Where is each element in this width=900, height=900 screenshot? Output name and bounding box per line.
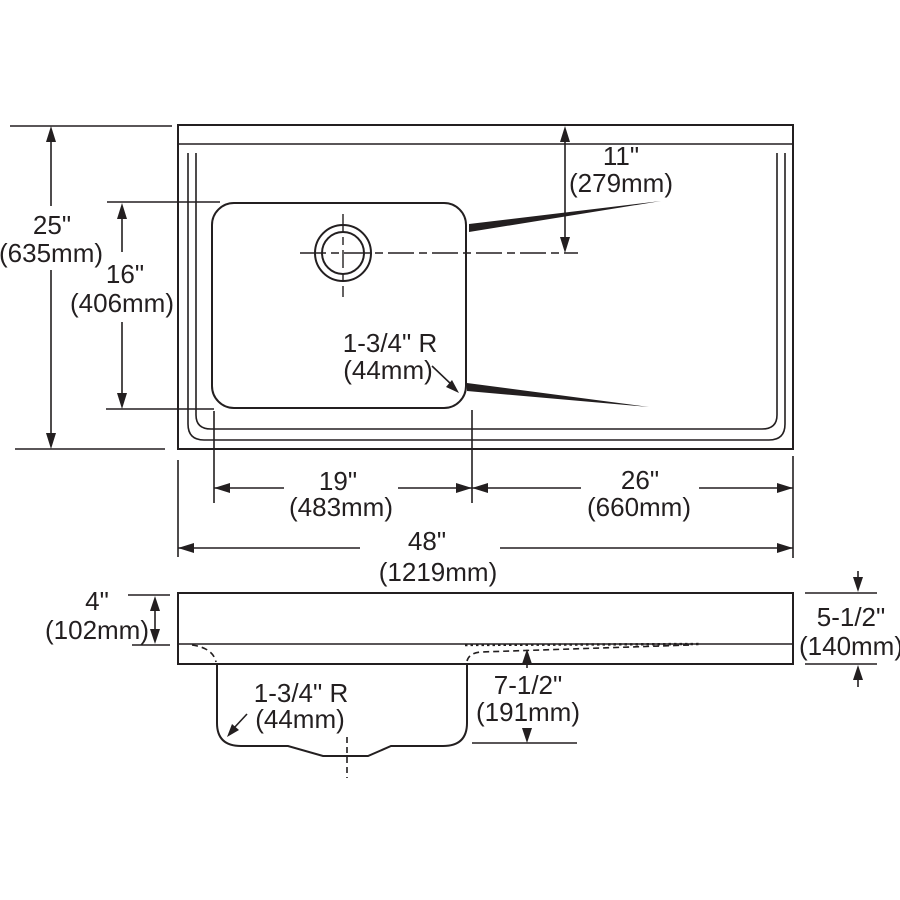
arrowhead — [117, 203, 127, 219]
dim-overall-height-mm-label: (140mm) — [799, 631, 900, 661]
arrowhead — [522, 728, 532, 743]
arrowhead — [853, 665, 863, 680]
dim-bowl-depth-mm-label: (191mm) — [476, 697, 580, 727]
side-view: 4" (102mm) 5-1/2" (140mm) 7-1/2" (191mm) — [45, 571, 900, 778]
corner-radius-mm-label: (44mm) — [343, 355, 433, 385]
dim-bowl-front-back-inches-label: 16" — [106, 259, 144, 289]
hidden-bowl-rim-line — [466, 644, 691, 662]
dim-drain-offset-mm-label: (279mm) — [569, 168, 673, 198]
arrowhead — [522, 649, 532, 664]
dim-drain-offset-inches-label: 11" — [603, 141, 639, 171]
arrowhead — [117, 393, 127, 409]
bowl-radius-mm-label: (44mm) — [255, 704, 345, 734]
top-view: 25" (635mm) 16" (406mm) 11" (279mm) 1-3/… — [0, 124, 794, 587]
callout-bowl-radius: 1-3/4" R (44mm) — [227, 678, 348, 737]
drain — [300, 214, 578, 297]
hidden-cove-left — [191, 644, 217, 663]
arrowhead — [214, 483, 230, 493]
dim-overall-width-mm-label: (1219mm) — [379, 557, 497, 587]
bowl-outline — [211, 202, 467, 409]
dim-overall-depth-mm-label: (635mm) — [0, 238, 103, 268]
sink-outer-outline — [177, 124, 794, 450]
arrowhead — [853, 577, 863, 592]
arrowhead — [472, 483, 488, 493]
rim-line-inner — [195, 153, 778, 430]
dim-overall-height-inches-label: 5-1/2" — [817, 602, 886, 632]
arrowhead — [560, 126, 570, 142]
dim-drainboard-width-mm-label: (660mm) — [587, 492, 691, 522]
body-outline — [177, 592, 794, 665]
callout-corner-radius: 1-3/4" R (44mm) — [343, 328, 459, 393]
dim-overall-height: 5-1/2" (140mm) — [799, 571, 900, 687]
dim-drain-offset: 11" (279mm) — [560, 126, 673, 253]
hidden-drainboard-edge — [464, 642, 701, 647]
arrowhead — [178, 543, 194, 553]
bowl-profile — [216, 664, 468, 757]
dim-bowl-width-mm-label: (483mm) — [289, 492, 393, 522]
arrowhead — [777, 483, 793, 493]
dim-bowl-depth: 7-1/2" (191mm) — [472, 649, 580, 744]
arrowhead — [46, 433, 56, 449]
corner-radius-inches-label: 1-3/4" R — [343, 328, 438, 358]
dim-ledge-depth-mm-label: (102mm) — [45, 615, 149, 645]
dim-drainboard-width: 26" (660mm) — [472, 456, 794, 558]
dim-ledge-depth: 4" (102mm) — [45, 586, 170, 646]
dim-overall-width-inches-label: 48" — [408, 526, 446, 556]
dim-bowl-front-back: 16" (406mm) — [70, 201, 220, 410]
dim-bowl-width: 19" (483mm) — [213, 410, 473, 522]
dim-bowl-front-back-mm-label: (406mm) — [70, 288, 174, 318]
dim-overall-width: 48" (1219mm) — [177, 460, 793, 587]
dim-drainboard-width-inches-label: 26" — [621, 465, 659, 495]
leader-line — [431, 365, 453, 386]
arrowhead — [227, 724, 239, 737]
leader-wedge-bottom — [467, 383, 649, 407]
dim-overall-depth: 25" (635mm) — [0, 125, 172, 450]
rim-line-outer — [187, 153, 786, 441]
dim-bowl-width-inches-label: 19" — [319, 466, 357, 496]
dim-bowl-depth-inches-label: 7-1/2" — [494, 670, 563, 700]
arrowhead — [46, 126, 56, 142]
arrowhead — [446, 380, 459, 393]
dim-overall-depth-inches-label: 25" — [33, 210, 71, 240]
dim-ledge-depth-inches-label: 4" — [85, 586, 109, 616]
arrowhead — [456, 483, 472, 493]
arrowhead — [560, 237, 570, 253]
arrowhead — [150, 596, 160, 611]
leader-line — [233, 713, 248, 729]
arrowhead — [777, 543, 793, 553]
bowl-radius-inches-label: 1-3/4" R — [254, 678, 349, 708]
arrowhead — [150, 629, 160, 644]
